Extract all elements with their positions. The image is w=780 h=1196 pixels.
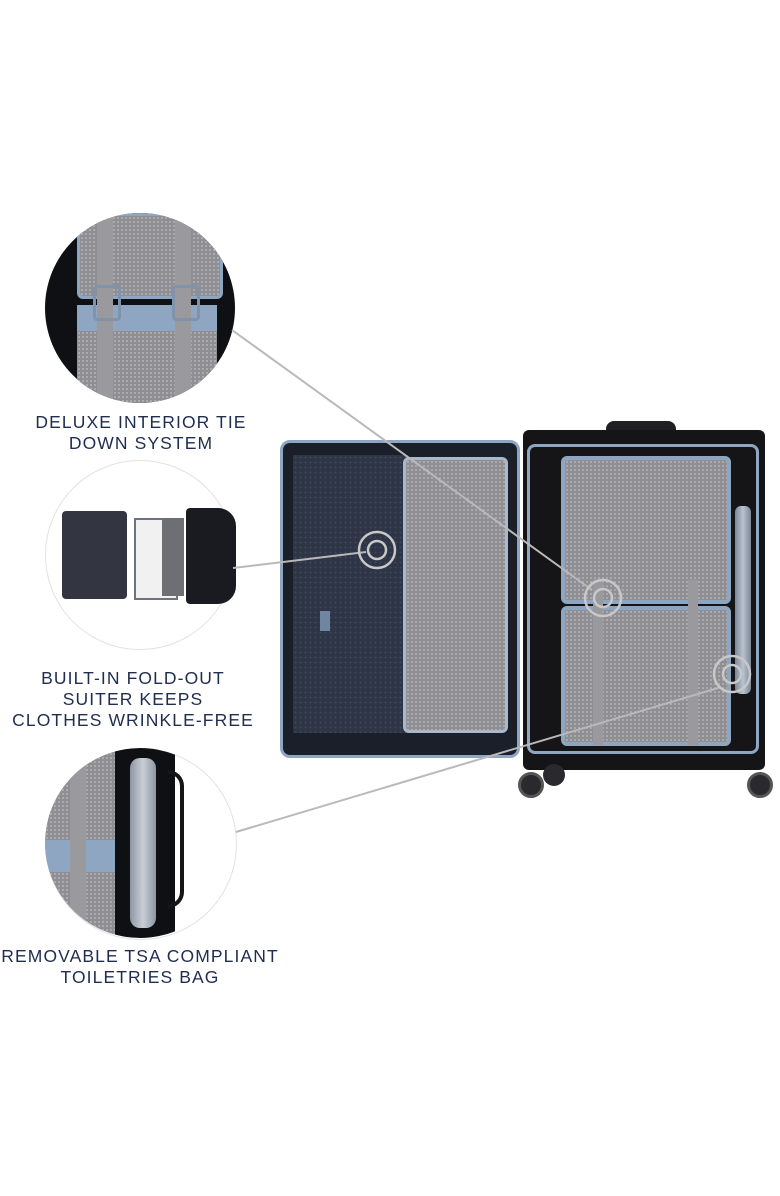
suiter-detail-image bbox=[62, 508, 238, 604]
label-line: BUILT-IN FOLD-OUT bbox=[41, 668, 225, 688]
feature-label-toiletries: REMOVABLE TSA COMPLIANT TOILETRIES BAG bbox=[0, 946, 280, 988]
wheel-icon bbox=[747, 772, 773, 798]
feature-label-tie-down: DELUXE INTERIOR TIE DOWN SYSTEM bbox=[0, 412, 282, 454]
wheel-icon bbox=[543, 764, 565, 786]
label-line: REMOVABLE TSA COMPLIANT bbox=[1, 946, 279, 966]
label-line: DELUXE INTERIOR TIE bbox=[35, 412, 247, 432]
label-line: SUITER KEEPS bbox=[62, 689, 204, 709]
feature-label-suiter: BUILT-IN FOLD-OUT SUITER KEEPS CLOTHES W… bbox=[0, 668, 266, 731]
tie-down-detail-image bbox=[45, 213, 235, 403]
suitcase-lid bbox=[280, 440, 520, 758]
label-line: CLOTHES WRINKLE-FREE bbox=[12, 710, 254, 730]
label-line: DOWN SYSTEM bbox=[68, 433, 214, 453]
wheel-icon bbox=[518, 772, 544, 798]
label-line: TOILETRIES BAG bbox=[60, 967, 220, 987]
suitcase-body bbox=[523, 430, 765, 770]
